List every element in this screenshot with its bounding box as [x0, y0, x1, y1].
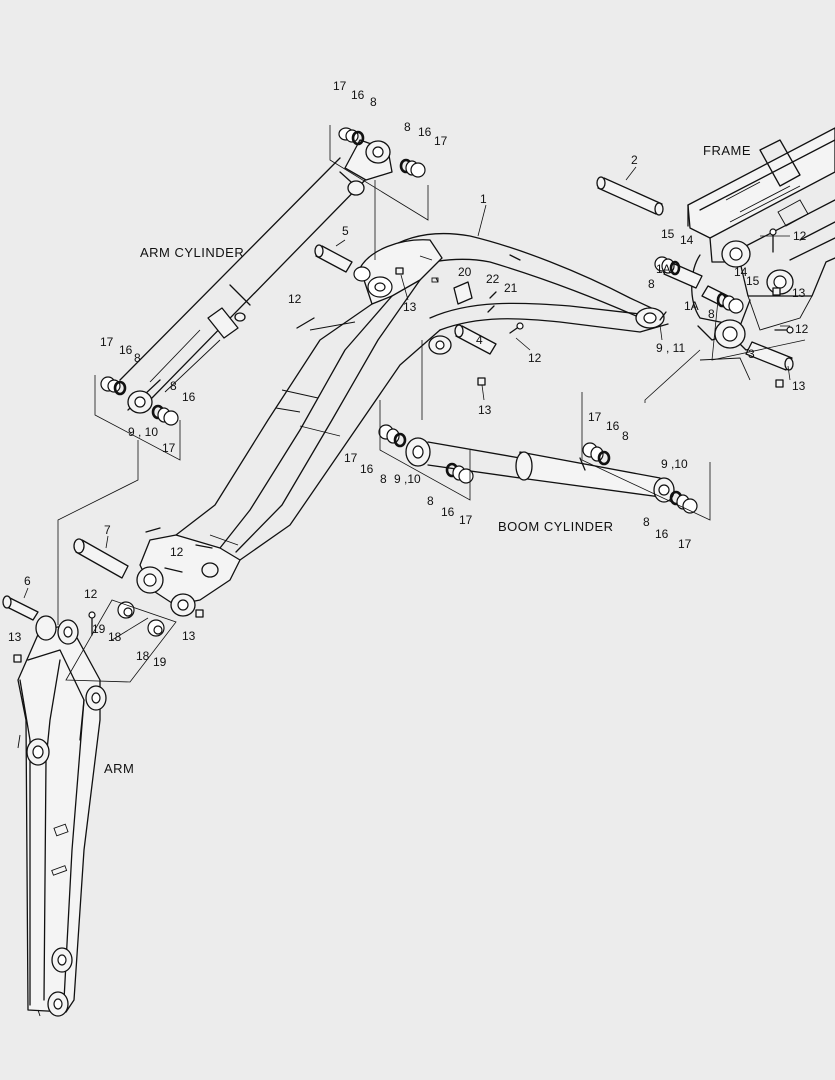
callout-16: 16 — [351, 88, 365, 102]
callout-16: 16 — [360, 462, 374, 476]
callout-14: 14 — [734, 265, 748, 279]
callout-8: 8 — [708, 307, 715, 321]
callout-17: 17 — [333, 79, 347, 93]
callout-8: 8 — [134, 351, 141, 365]
callout-15: 15 — [746, 274, 760, 288]
callout-12: 12 — [528, 351, 542, 365]
boom-cylinder-drawing — [405, 437, 675, 503]
callout-19: 19 — [92, 622, 106, 636]
callout-8: 8 — [380, 472, 387, 486]
callout-17: 17 — [100, 335, 114, 349]
callout-17: 17 — [162, 441, 176, 455]
callout-8: 8 — [427, 494, 434, 508]
callout-1: 1 — [480, 192, 487, 206]
section-labels: FRAME ARM CYLINDER BOOM CYLINDER ARM — [104, 143, 751, 776]
part-callouts: 17 16 8 8 16 17 1 2 5 15 14 12 20 22 21 … — [8, 79, 809, 669]
label-arm: ARM — [104, 761, 134, 776]
callout-17: 17 — [434, 134, 448, 148]
label-boom-cylinder: BOOM CYLINDER — [498, 519, 614, 534]
callout-18: 18 — [108, 630, 122, 644]
callout-18: 18 — [136, 649, 150, 663]
label-arm-cylinder: ARM CYLINDER — [140, 245, 244, 260]
callout-8: 8 — [643, 515, 650, 529]
callout-13: 13 — [182, 629, 196, 643]
callout-1A: 1A — [656, 262, 671, 276]
callout-12: 12 — [170, 545, 184, 559]
callout-9-11: 9 , 11 — [656, 341, 685, 355]
callout-13: 13 — [478, 403, 492, 417]
callout-12: 12 — [795, 322, 809, 336]
callout-6: 6 — [24, 574, 31, 588]
callout-16: 16 — [655, 527, 669, 541]
callout-12: 12 — [793, 229, 807, 243]
callout-14: 14 — [680, 233, 694, 247]
callout-4: 4 — [476, 333, 483, 347]
callout-16: 16 — [606, 419, 620, 433]
callout-16: 16 — [119, 343, 133, 357]
callout-17: 17 — [588, 410, 602, 424]
callout-21: 21 — [504, 281, 518, 295]
callout-17: 17 — [678, 537, 692, 551]
callout-13: 13 — [792, 379, 806, 393]
seal-stacks — [100, 127, 744, 637]
callout-12: 12 — [84, 587, 98, 601]
callout-8: 8 — [648, 277, 655, 291]
callout-8: 8 — [170, 379, 177, 393]
boom-drawing — [136, 232, 669, 617]
arm-drawing — [17, 615, 107, 1017]
callout-8: 8 — [622, 429, 629, 443]
callout-2: 2 — [631, 153, 638, 167]
callout-13: 13 — [792, 286, 806, 300]
pins-hardware — [2, 176, 794, 663]
arm-cylinder-drawing — [119, 139, 393, 414]
callout-8: 8 — [404, 120, 411, 134]
callout-7: 7 — [104, 523, 111, 537]
callout-16: 16 — [418, 125, 432, 139]
callout-17: 17 — [344, 451, 358, 465]
callout-16: 16 — [182, 390, 196, 404]
callout-3: 3 — [748, 347, 755, 361]
callout-9-10: 9 , 10 — [128, 425, 158, 439]
callout-20: 20 — [458, 265, 472, 279]
callout-16: 16 — [441, 505, 455, 519]
callout-13: 13 — [8, 630, 22, 644]
callout-12: 12 — [288, 292, 302, 306]
callout-9-10: 9 ,10 — [661, 457, 688, 471]
label-frame: FRAME — [703, 143, 751, 158]
callout-9-10: 9 ,10 — [394, 472, 421, 486]
callout-1A: 1A — [684, 299, 699, 313]
callout-22: 22 — [486, 272, 500, 286]
callout-5: 5 — [342, 224, 349, 238]
leader-lines — [23, 125, 806, 683]
callout-13: 13 — [403, 300, 417, 314]
frame-drawing — [687, 127, 835, 381]
callout-8: 8 — [370, 95, 377, 109]
callout-15: 15 — [661, 227, 675, 241]
callout-17: 17 — [459, 513, 473, 527]
callout-19: 19 — [153, 655, 167, 669]
